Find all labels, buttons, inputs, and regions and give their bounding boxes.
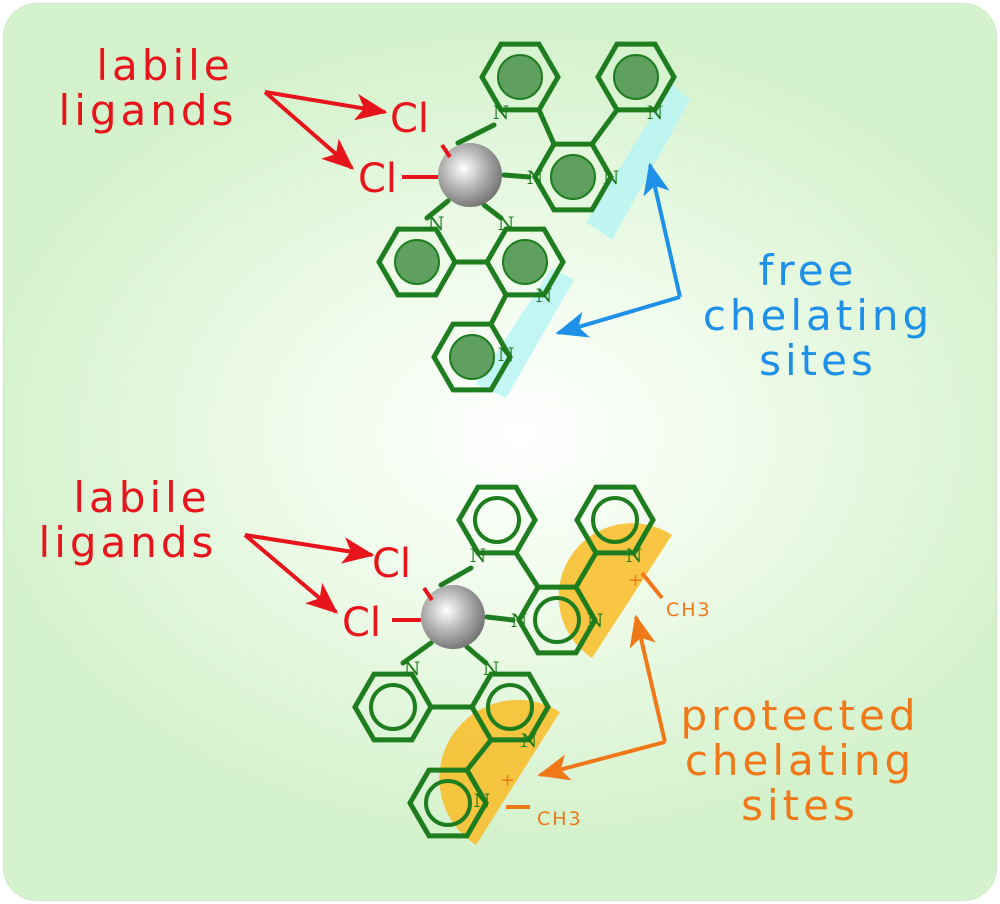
ligand-bonds: [400, 107, 620, 773]
aromatic-circle: [502, 239, 548, 285]
pyridinium-ring: [574, 484, 656, 556]
free-sites-label-line3: sites: [759, 336, 877, 385]
arrow-protected-1: [629, 614, 667, 743]
bond: [438, 565, 474, 588]
cl-bond: [440, 143, 452, 159]
pyridinium-ring: [352, 671, 434, 743]
nitrogen-label: N: [647, 102, 664, 124]
bond: [481, 202, 504, 221]
pyridine-ring: [376, 226, 458, 298]
nitrogen-label: N: [498, 344, 515, 366]
metal-center-top: [438, 143, 502, 207]
bond: [589, 107, 620, 147]
nitrogen-label: N: [474, 790, 491, 812]
aromatic-circle: [486, 683, 534, 731]
bond: [464, 644, 489, 666]
aromatic-circle: [394, 239, 440, 285]
bond: [400, 640, 434, 666]
protected-sites-label-line2: chelating: [685, 736, 915, 785]
nitrogen-label: N: [404, 658, 421, 680]
aromatic-circle: [613, 54, 659, 100]
chloride-label: Cl: [372, 541, 411, 587]
bond: [501, 172, 532, 180]
nitrogen-label: N: [527, 167, 544, 189]
nitrogen-label: N: [493, 102, 510, 124]
aromatic-circle: [449, 334, 495, 380]
free-sites-label-line1: free: [759, 246, 858, 295]
aromatic-circle: [369, 683, 417, 731]
charge-label: +: [500, 770, 515, 791]
protected-site-highlight-upper: [558, 523, 672, 658]
bond: [455, 122, 497, 146]
labile-ligands-label-line2: ligands: [59, 86, 238, 135]
nitrogen-label: N: [536, 285, 553, 307]
protected-sites-label-line3: sites: [741, 781, 859, 830]
aromatic-circle: [533, 596, 581, 644]
bond: [536, 107, 557, 147]
methyl-label: CH3: [537, 808, 583, 830]
aromatic-circle: [591, 496, 639, 544]
arrow-labile-top-1: [264, 90, 388, 121]
aromatic-circle: [473, 496, 521, 544]
arrow-free-1: [643, 162, 682, 298]
nitrogen-label: N: [521, 730, 538, 752]
chloride-label: Cl: [390, 96, 429, 142]
aromatic-circle: [424, 779, 472, 827]
methyl-bond: [640, 571, 664, 600]
metal-center-bottom: [421, 585, 485, 649]
bond: [513, 550, 541, 590]
protected-sites-label-line1: protected: [680, 691, 919, 740]
nitrogen-labels: N N N N N N N N N N N N N N N N: [404, 102, 664, 812]
nitrogen-label: N: [498, 213, 515, 235]
ligand-rings: [352, 41, 677, 839]
cl-bond: [422, 586, 434, 602]
aromatic-circle: [550, 154, 596, 200]
nitrogen-label: N: [511, 610, 528, 632]
nitrogen-label: N: [470, 545, 487, 567]
arrow-protected-2: [537, 740, 666, 781]
chloride-label: Cl: [342, 600, 381, 646]
chloride-label: Cl: [358, 156, 397, 202]
labile-ligands-label-line1: labile: [96, 41, 233, 90]
bond: [488, 292, 509, 327]
free-site-highlight-upper: [586, 84, 690, 240]
nitrogen-label: N: [587, 610, 604, 632]
bond: [464, 737, 494, 773]
charge-label: +: [628, 570, 643, 591]
arrow-labile-bottom-1: [244, 533, 375, 564]
nitrogen-label: N: [483, 658, 500, 680]
arrow-labile-bottom-2: [243, 533, 339, 614]
bond: [573, 550, 599, 590]
labile-ligands-label-line2: ligands: [39, 518, 218, 567]
labile-ligands-label-line1: labile: [73, 473, 210, 522]
nitrogen-label: N: [626, 545, 643, 567]
arrow-free-2: [555, 295, 681, 338]
methyl-label: CH3: [666, 599, 712, 621]
free-site-highlight-lower: [476, 268, 574, 398]
bond: [484, 614, 516, 623]
bond: [424, 198, 451, 221]
arrow-labile-top-2: [263, 90, 355, 170]
aromatic-circle: [497, 54, 543, 100]
free-site-highlights: [476, 84, 690, 398]
nitrogen-label: N: [603, 167, 620, 189]
nitrogen-label: N: [428, 213, 445, 235]
free-sites-label-line2: chelating: [703, 291, 933, 340]
pyridine-ring: [595, 41, 677, 113]
